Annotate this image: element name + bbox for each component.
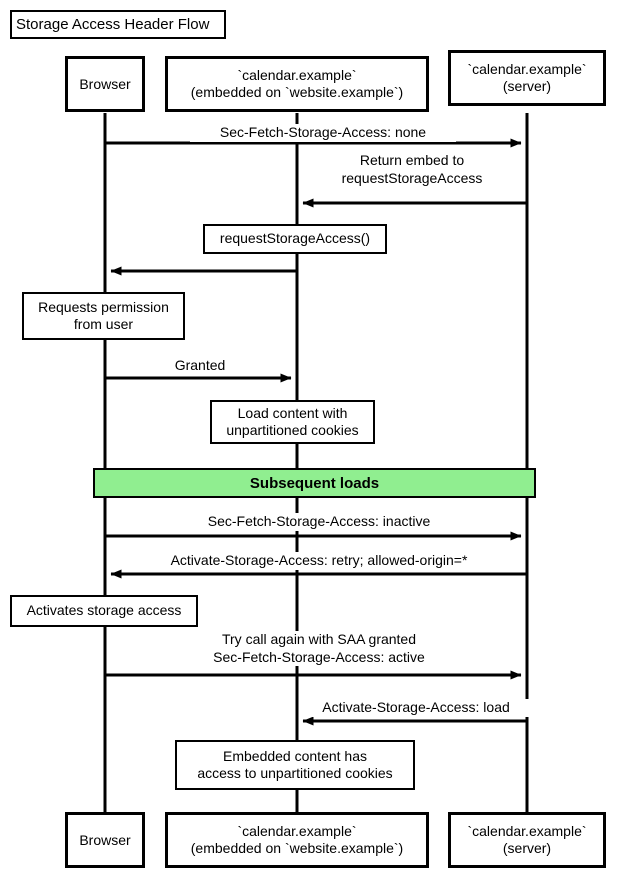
divider-label: Subsequent loads: [249, 474, 380, 492]
participant-label: `calendar.example` (embedded on `website…: [190, 823, 404, 856]
note-request-storage-access: requestStorageAccess(): [203, 224, 387, 254]
message-label-m8: Activate-Storage-Access: load: [303, 699, 529, 717]
participant-server-bottom[interactable]: `calendar.example` (server): [448, 812, 606, 868]
page-title: Storage Access Header Flow: [16, 16, 210, 33]
participant-embed-bottom[interactable]: `calendar.example` (embedded on `website…: [165, 812, 429, 868]
participant-label: Browser: [79, 75, 131, 92]
participant-label: Browser: [79, 831, 131, 848]
message-label-m5: Sec-Fetch-Storage-Access: inactive: [187, 513, 451, 531]
diagram-title-box: Storage Access Header Flow: [10, 10, 226, 39]
note-activates-storage-access: Activates storage access: [10, 595, 198, 627]
divider-subsequent-loads: Subsequent loads: [93, 468, 536, 498]
note-load-content: Load content with unpartitioned cookies: [210, 400, 375, 444]
participant-server-top[interactable]: `calendar.example` (server): [448, 50, 606, 106]
note-label: Requests permission from user: [38, 298, 169, 333]
participant-embed-top[interactable]: `calendar.example` (embedded on `website…: [165, 56, 429, 112]
message-label-m6: Activate-Storage-Access: retry; allowed-…: [143, 552, 495, 570]
note-label: Activates storage access: [26, 602, 182, 619]
participant-label: `calendar.example` (embedded on `website…: [190, 67, 404, 100]
participant-label: `calendar.example` (server): [467, 61, 587, 94]
message-label-m2: Return embed to requestStorageAccess: [325, 152, 499, 187]
note-label: Load content with unpartitioned cookies: [226, 404, 359, 439]
message-label-m1: Sec-Fetch-Storage-Access: none: [190, 124, 456, 142]
note-label: requestStorageAccess(): [219, 230, 371, 247]
message-label-m7: Try call again with SAA granted Sec-Fetc…: [183, 631, 455, 666]
participant-browser-top[interactable]: Browser: [65, 56, 145, 112]
participant-browser-bottom[interactable]: Browser: [65, 812, 145, 868]
note-label: Embedded content has access to unpartiti…: [197, 747, 393, 782]
note-embedded-content-access: Embedded content has access to unpartiti…: [175, 740, 415, 790]
note-requests-permission: Requests permission from user: [22, 292, 185, 340]
message-label-m4: Granted: [164, 357, 236, 375]
participant-label: `calendar.example` (server): [467, 823, 587, 856]
